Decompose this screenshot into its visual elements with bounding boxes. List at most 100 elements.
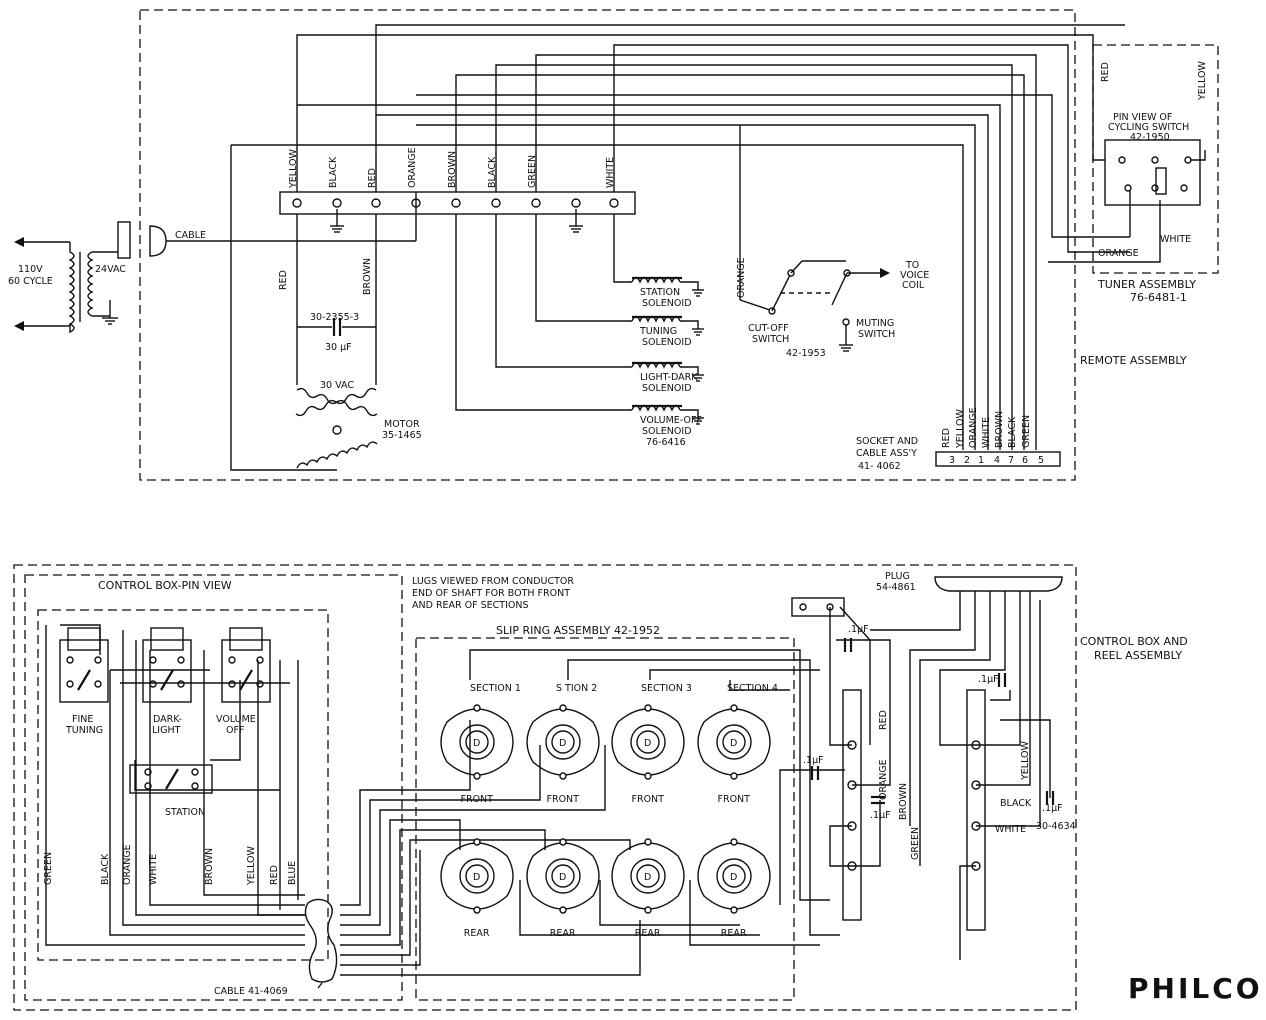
tuner-assembly-title: TUNER ASSEMBLY [1097,278,1196,291]
reel-capacitors: .1µF.1µF.1µF.1µF.1µF [803,624,1063,821]
cutoff-switch [739,260,890,352]
fine-tuning-label-2: TUNING [65,725,103,736]
reel-cap-part: 30-4634 [1036,821,1076,832]
ground-symbol [330,209,344,233]
terminal-pin [332,198,342,208]
reel-wiring [779,591,1051,960]
secondary-voltage: 24VAC [95,264,126,275]
socket-wire-label: GREEN [1021,415,1032,448]
socket-wire-label: RED [941,428,952,448]
motor-wire-brown: BROWN [362,258,373,295]
svg-text:D: D [644,872,651,883]
lug-side-label: FRONT [632,794,665,805]
socket-pin-number: 5 [1038,455,1044,466]
socket-label-3: 41- 4062 [858,461,901,472]
ground-symbol [569,209,583,233]
capacitor [810,766,820,780]
volume-off-label-2: OFF [226,725,244,736]
terminal-pins [292,198,619,208]
terminal-wire-label: GREEN [527,155,538,188]
svg-text:D: D [559,738,566,749]
svg-text:D: D [730,872,737,883]
capacitor-value: .1µF [870,810,891,821]
tuner-orange-label: ORANGE [1098,248,1139,259]
motor-cap-value: 30 µF [325,342,352,353]
terminal-pin [531,198,541,208]
terminal-pin [491,198,501,208]
slip-ring-wiring [469,649,840,946]
control-box-wire-label: BLACK [100,853,111,885]
capacitor-value: .1µF [978,674,999,685]
solenoid-label: LIGHT-DARK [640,372,698,383]
control-box-wire-label: BLUE [287,861,298,885]
control-box-wire-label: BROWN [204,848,215,885]
slip-ring-note-1: LUGS VIEWED FROM CONDUCTOR [412,576,574,587]
control-box-title: CONTROL BOX-PIN VIEW [98,579,232,592]
slip-ring-lug: D [440,838,514,914]
cable-label: CABLE [175,230,206,241]
control-box-boundary [24,574,403,1001]
socket-wire-label: BLACK [1007,416,1018,448]
terminal-wire-label: BLACK [328,156,339,188]
pin-view-label-1: PIN VIEW OF [1113,112,1172,123]
terminal-wire-label: YELLOW [288,148,299,189]
socket-pin-number: 4 [994,455,1000,466]
slip-ring-lug: D [440,704,514,780]
terminal-wire-label: WHITE [605,157,616,188]
slip-ring-title: SLIP RING ASSEMBLY 42-1952 [496,624,660,637]
section-label: SECTION 4 [727,683,778,694]
socket-pin-number: 1 [978,455,984,466]
dark-light-label-1: DARK- [153,714,182,725]
control-box-wiring [45,624,641,976]
fine-tuning-label-1: FINE [72,714,93,725]
reel-wire-label: WHITE [995,824,1026,835]
motor-wire-red: RED [278,270,289,290]
terminal-pin [451,198,461,208]
toggle-switch [142,627,192,703]
slip-ring-note-2: END OF SHAFT FOR BOTH FRONT [412,588,570,599]
pin-view-label-3: 42-1950 [1130,132,1170,143]
motor-part: 35-1465 [382,430,422,441]
terminal-pin [371,198,381,208]
remote-assembly-label: REMOTE ASSEMBLY [1080,354,1187,367]
solenoid-label: STATION [640,287,680,298]
reel-wire-label: RED [878,710,889,730]
socket-pin-number: 6 [1022,455,1028,466]
solenoid-coil [535,214,704,336]
solenoid-coil [613,214,704,297]
solenoid-group: STATIONSOLENOIDTUNINGSOLENOIDLIGHT-DARKS… [455,214,704,448]
svg-text:D: D [473,872,480,883]
tuner-white-label: WHITE [1160,234,1191,245]
slip-ring-boundary [415,637,795,1001]
tuner-red-label: RED [1100,62,1111,82]
terminal-wire-label: RED [367,168,378,188]
lug-side-label: REAR [464,928,490,939]
lug-side-label: REAR [550,928,576,939]
control-box-wire-label: RED [269,865,280,885]
svg-text:D: D [473,738,480,749]
reel-wire-label: YELLOW [1020,740,1031,781]
reel-wire-label: ORANGE [878,759,889,800]
control-box-wire-label: GREEN [43,852,54,885]
control-box-wire-label: WHITE [148,854,159,885]
capacitor [1045,791,1055,805]
section-label: S TION 2 [556,683,597,694]
plug-part: 54-4861 [876,582,916,593]
section-label: SECTION 1 [470,683,521,694]
line-voltage: 110V [18,264,43,275]
control-box-inner-boundary [37,609,329,961]
muting-switch-label-1: MUTING [856,318,894,329]
terminal-board-left [842,689,862,921]
motor-cap-part: 30-2355-3 [310,312,359,323]
tuner-assembly-part: 76-6481-1 [1130,291,1187,304]
cutoff-label-1: CUT-OFF [748,323,789,334]
solenoid-label: SOLENOID [642,298,692,309]
capacitor [843,638,853,652]
terminal-wire-label: ORANGE [407,147,418,188]
voice-coil-label-3: COIL [902,280,925,291]
